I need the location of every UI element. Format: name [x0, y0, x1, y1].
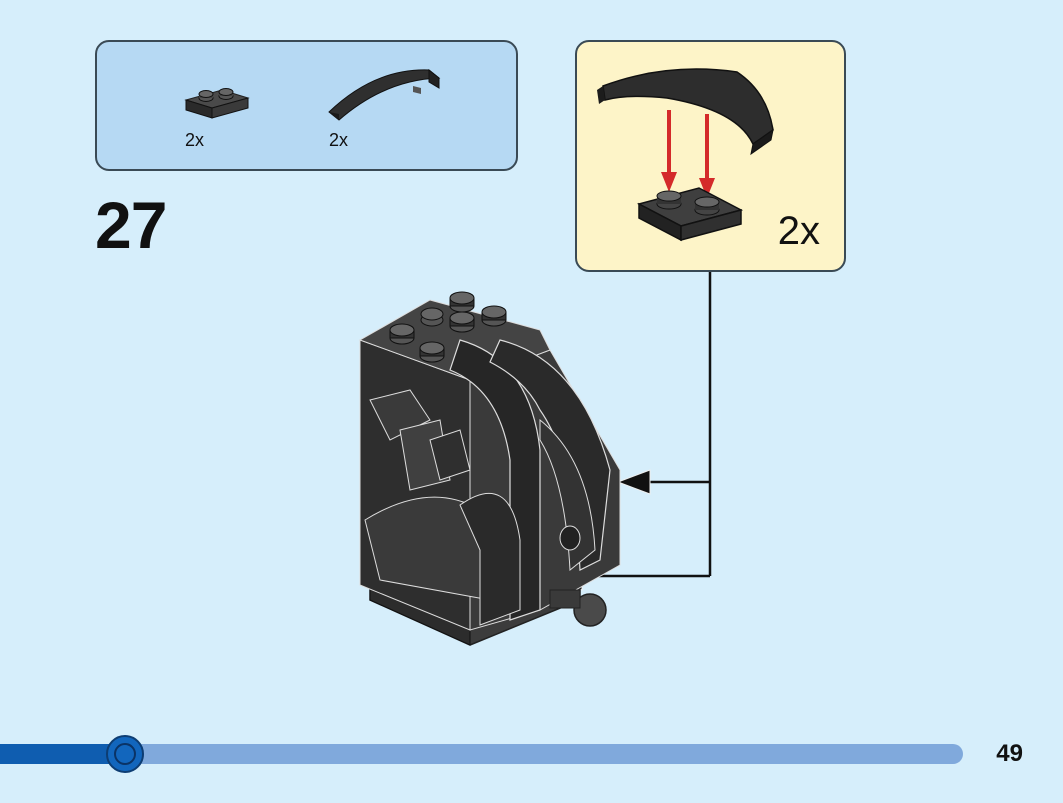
sub-assembly-illustration [597, 68, 774, 242]
model-illustration [340, 280, 640, 665]
sub-assembly-panel: 2x [575, 40, 846, 272]
arrow-head-upper [616, 469, 651, 495]
progress-track [0, 744, 963, 764]
step-number: 27 [95, 188, 167, 262]
sub-assembly-qty: 2x [777, 209, 820, 253]
progress-marker-icon [106, 735, 144, 773]
plate-qty-label: 2x [185, 130, 205, 150]
slope-qty-label: 2x [329, 130, 349, 150]
page-number: 49 [996, 740, 1023, 767]
plate-1x2-part-icon [182, 86, 252, 122]
progress-fill [0, 744, 125, 764]
curved-slope-part-icon [325, 64, 445, 124]
parts-list-panel: 2x 2x [95, 40, 518, 171]
